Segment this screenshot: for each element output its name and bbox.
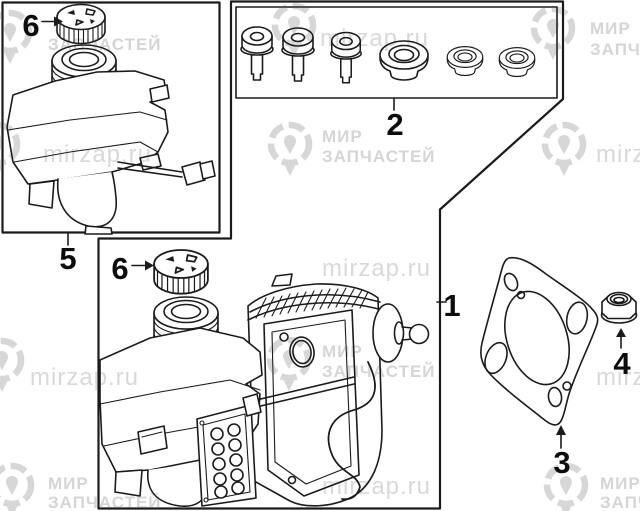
callout-3-label: 3 xyxy=(553,445,570,480)
bolt-drawing-3 xyxy=(330,31,362,84)
reservoir-drawing-box5 xyxy=(6,3,216,235)
bolt-drawing-1 xyxy=(240,26,274,81)
callout-6-main: 6 xyxy=(111,251,154,286)
callout-1: 1 xyxy=(436,288,461,323)
gasket-drawing xyxy=(480,256,599,426)
cap-drawing-main xyxy=(153,249,209,295)
callout-2-label: 2 xyxy=(386,107,403,142)
grommet-drawing-1 xyxy=(379,40,429,81)
grommet-drawing-2 xyxy=(446,46,484,77)
grommet-drawing-3 xyxy=(498,47,536,78)
cap-drawing-box5 xyxy=(56,3,106,45)
callout-4-label: 4 xyxy=(613,346,631,381)
callout-3: 3 xyxy=(553,425,571,480)
master-cylinder-assembly-drawing xyxy=(99,249,430,507)
callout-4: 4 xyxy=(613,328,631,381)
callout-5-label: 5 xyxy=(59,241,76,276)
callout-1-label: 1 xyxy=(443,288,460,323)
callout-6-top-label: 6 xyxy=(22,8,39,43)
bolt-drawing-2 xyxy=(281,27,315,82)
nut-drawing xyxy=(600,291,638,324)
fastener-set-drawing xyxy=(240,26,536,84)
callout-2: 2 xyxy=(386,97,404,142)
callout-5: 5 xyxy=(59,232,77,276)
assembly-frame xyxy=(97,0,565,510)
callout-6-main-label: 6 xyxy=(111,251,128,286)
